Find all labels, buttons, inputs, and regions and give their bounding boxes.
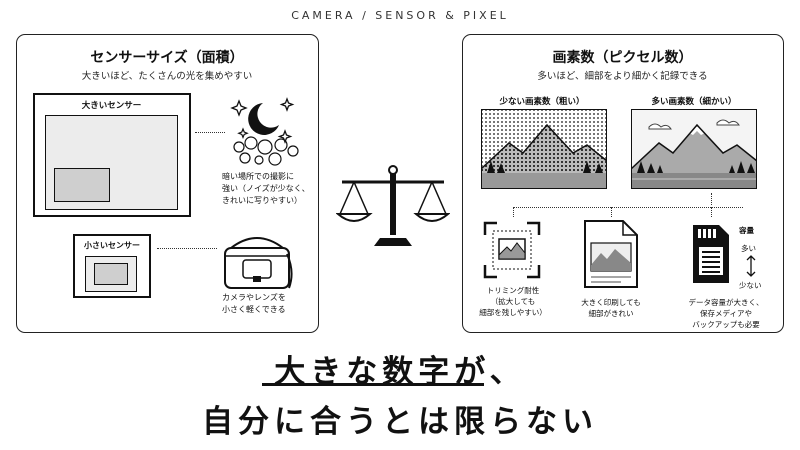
dark-scene-note: 暗い場所での撮影に 強い（ノイズが少なく、 きれいに写りやすい）: [222, 171, 320, 207]
large-sensor-frame: 大きいセンサー: [33, 93, 191, 217]
print-note: 大きく印刷しても 細部がきれい: [561, 297, 661, 319]
capacity-arrow-icon: [746, 255, 756, 277]
sensor-panel-subtitle: 大きいほど、たくさんの光を集めやすい: [81, 71, 253, 82]
headline-line-2: 自分に合うとは限らない: [202, 404, 598, 440]
pixel-count-panel: 画素数（ピクセル数） 多いほど、細部をより細かく記録できる 少ない画素数（粗い）…: [462, 34, 784, 333]
leader-line-small: [157, 248, 217, 249]
camera-bag-icon: [224, 237, 293, 289]
dark-note-line-3: きれいに写りやすい）: [222, 196, 302, 205]
fine-landscape-image: [631, 109, 757, 189]
light-bubbles-icon: [233, 136, 299, 166]
large-sensor-area: [45, 115, 178, 210]
leader-line-large: [195, 132, 225, 133]
dark-note-line-1: 暗い場所での撮影に: [222, 172, 294, 181]
trim-note-line-1: トリミング耐性: [486, 286, 540, 295]
moon-stars-icon: [230, 97, 299, 166]
sd-card-icon: [693, 225, 729, 283]
print-note-line-2: 細部がきれい: [588, 309, 634, 318]
print-document-icon: [584, 220, 638, 288]
many-pixels-label: 多い画素数（細かい）: [651, 97, 737, 107]
connector-stem: [711, 193, 712, 205]
connector-drop-2: [611, 207, 612, 217]
small-sensor-frame: 小さいセンサー: [73, 234, 151, 298]
headline-underline: [262, 383, 484, 386]
connector-drop-1: [513, 207, 514, 217]
small-sensor-overlay: [54, 168, 110, 202]
capacity-label: 容量: [739, 226, 754, 235]
print-note-line-1: 大きく印刷しても: [581, 298, 641, 307]
capacity-more-label: 多い: [741, 244, 756, 253]
trim-note: トリミング耐性 （拡大しても 細部を残しやすい）: [463, 285, 563, 318]
bag-note-line-2: 小さく軽くできる: [222, 305, 286, 314]
small-sensor-area: [85, 256, 137, 292]
dark-note-line-2: 強い（ノイズが少なく、: [222, 184, 310, 193]
capacity-less-label: 少ない: [739, 281, 762, 290]
few-pixels-label: 少ない画素数（粗い）: [499, 97, 585, 107]
data-note-line-3: バックアップも必要: [692, 320, 760, 329]
pixel-panel-subtitle: 多いほど、細部をより細かく記録できる: [537, 71, 708, 82]
trim-note-line-2: （拡大しても: [490, 297, 536, 306]
large-sensor-label: 大きいセンサー: [81, 101, 142, 111]
small-sensor-label: 小さいセンサー: [84, 241, 140, 250]
pixel-panel-title: 画素数（ピクセル数）: [552, 50, 693, 66]
connector-bar: [513, 207, 743, 208]
crop-frame-icon: [483, 221, 541, 279]
data-note: データ容量が大きく、 保存メディアや バックアップも必要: [669, 297, 783, 330]
trim-note-line-3: 細部を残しやすい）: [479, 308, 547, 317]
bag-note: カメラやレンズを 小さく軽くできる: [222, 292, 320, 316]
sensor-panel-title: センサーサイズ（面積）: [90, 50, 244, 66]
data-note-line-2: 保存メディアや: [700, 309, 752, 318]
bag-note-line-1: カメラやレンズを: [222, 293, 286, 302]
small-sensor-inner: [94, 263, 128, 285]
connector-drop-3: [711, 207, 712, 217]
data-note-line-1: データ容量が大きく、: [688, 298, 764, 307]
top-label: CAMERA / SENSOR & PIXEL: [291, 9, 509, 22]
balance-scale-icon: [336, 165, 450, 246]
sensor-size-panel: センサーサイズ（面積） 大きいほど、たくさんの光を集めやすい 大きいセンサー 暗…: [16, 34, 319, 333]
coarse-landscape-image: [481, 109, 607, 189]
